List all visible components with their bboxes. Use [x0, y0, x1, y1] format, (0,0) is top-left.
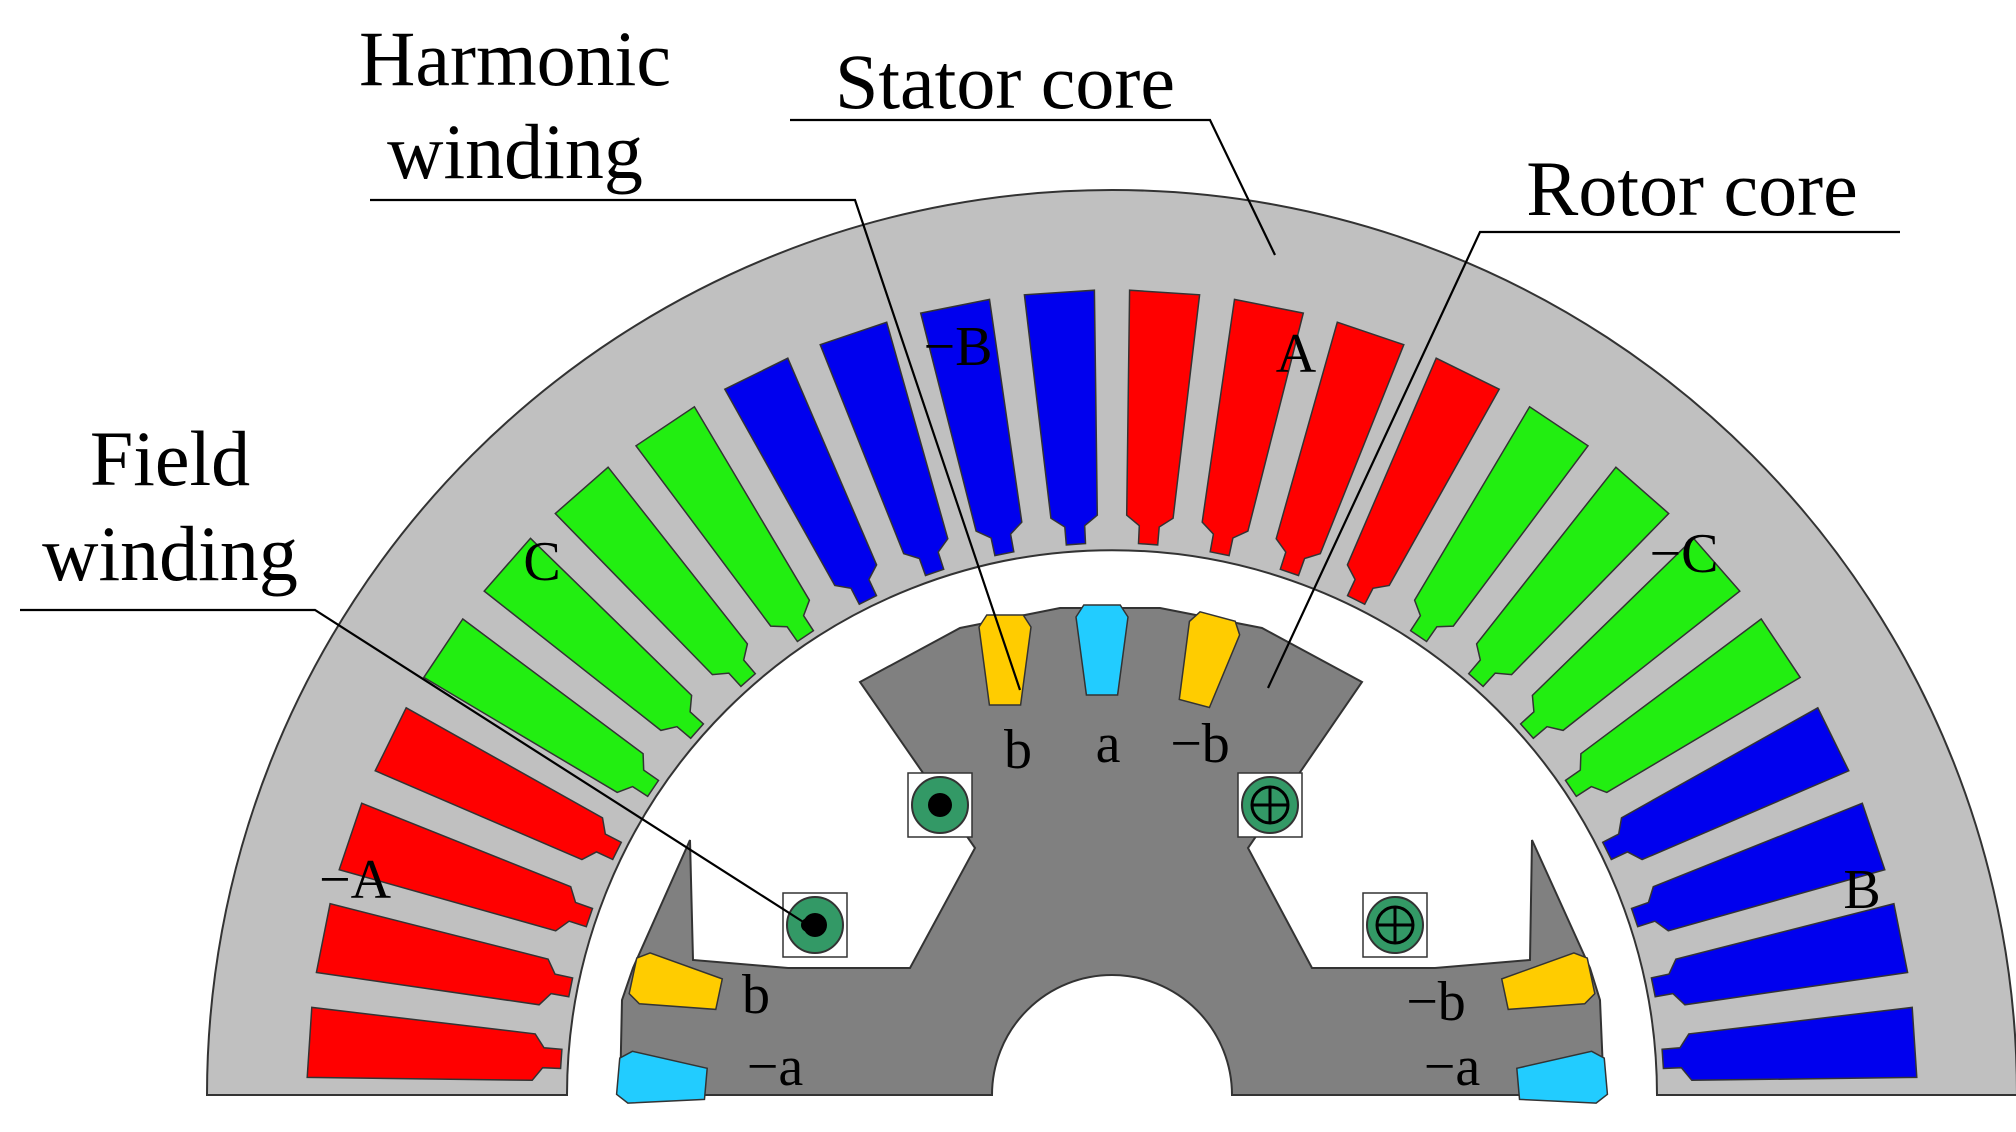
callout-field-winding-line2: winding	[42, 510, 298, 597]
phase-label-minus-C: −C	[1650, 523, 1719, 585]
stator-slot--C	[1467, 466, 1670, 688]
stator-slot--A	[306, 1006, 563, 1082]
callout-field-winding-line1: Field	[90, 415, 250, 502]
stator-slot-C	[554, 466, 757, 688]
leader-harmonic-winding	[370, 198, 1022, 691]
callout-stator-core: Stator core	[835, 38, 1175, 125]
field-conductor-upper-left-dot-icon	[928, 793, 952, 817]
stator-slot--A	[338, 802, 594, 932]
callout-rotor-core: Rotor core	[1526, 145, 1857, 232]
stator-slot--B	[819, 321, 949, 577]
rotor-label-left-b: b	[742, 964, 770, 1026]
rotor-label-right-minus-a: −a	[1424, 1036, 1481, 1098]
stator-slot--B	[919, 298, 1023, 557]
leader-lines	[20, 118, 1900, 932]
harmonic-coil-right-minus-b	[1500, 952, 1596, 1011]
phase-label-B: B	[1843, 859, 1880, 921]
harmonic-coil-left-b	[628, 952, 724, 1011]
rotor-label-top-b: b	[1004, 719, 1032, 781]
stator-phase-labels: −B A C −C −A B	[319, 316, 1881, 921]
stator-slot--C	[1519, 537, 1741, 740]
harmonic-coil-top-minus-b	[1178, 610, 1241, 709]
callout-harmonic-winding-line2: winding	[387, 108, 643, 195]
stator-yoke	[205, 189, 2016, 1096]
stator-slot--A	[374, 706, 623, 861]
harmonic-coil-top-a	[1075, 604, 1129, 696]
rotor-label-left-minus-a: −a	[747, 1036, 804, 1098]
stator-slot--C	[1564, 617, 1802, 798]
stator-slot-C	[634, 405, 815, 643]
stator-slot-B	[1630, 802, 1886, 932]
stator-slot-A	[1346, 357, 1501, 606]
stator-slots	[306, 289, 1918, 1082]
stator-slot-B	[1601, 706, 1850, 861]
stator-slot-B	[1661, 1006, 1918, 1082]
rotor-label-top-minus-b: −b	[1170, 713, 1230, 775]
harmonic-coil-right-minus-a	[1516, 1050, 1609, 1104]
rotor-body	[618, 607, 1606, 1096]
rotor-label-top-a: a	[1096, 713, 1121, 775]
rotor-label-right-minus-b: −b	[1406, 971, 1466, 1033]
leader-field-winding-dot	[801, 918, 815, 932]
leader-rotor-core	[1267, 230, 1900, 689]
stator-slot-A	[1201, 298, 1305, 557]
stator-slot-A	[1275, 321, 1405, 577]
phase-label-C: C	[523, 531, 560, 593]
stator-slot-A	[1125, 289, 1201, 546]
phase-label-minus-B: −B	[924, 316, 993, 378]
callout-harmonic-winding-line1: Harmonic	[359, 15, 671, 102]
stator-slot-C	[483, 537, 705, 740]
phase-label-A: A	[1276, 323, 1317, 385]
stator-slot--B	[1023, 289, 1099, 546]
callout-labels: Harmonic winding Stator core Rotor core …	[42, 15, 1858, 597]
stator-slot--C	[1409, 405, 1590, 643]
rotor-slot-labels: b a −b b −a −b −a	[742, 713, 1480, 1098]
stator-slot--A	[315, 902, 574, 1006]
leader-stator-core	[790, 118, 1276, 256]
stator-slot-C	[422, 617, 660, 798]
stator-slot--B	[723, 357, 878, 606]
leader-field-winding	[20, 608, 809, 926]
harmonic-winding-coils	[615, 604, 1609, 1104]
rotor-core	[618, 607, 1606, 1096]
stator-slot-B	[1650, 902, 1909, 1006]
harmonic-coil-left-minus-a	[615, 1050, 708, 1104]
stator-core	[205, 189, 2016, 1096]
phase-label-minus-A: −A	[319, 849, 392, 911]
